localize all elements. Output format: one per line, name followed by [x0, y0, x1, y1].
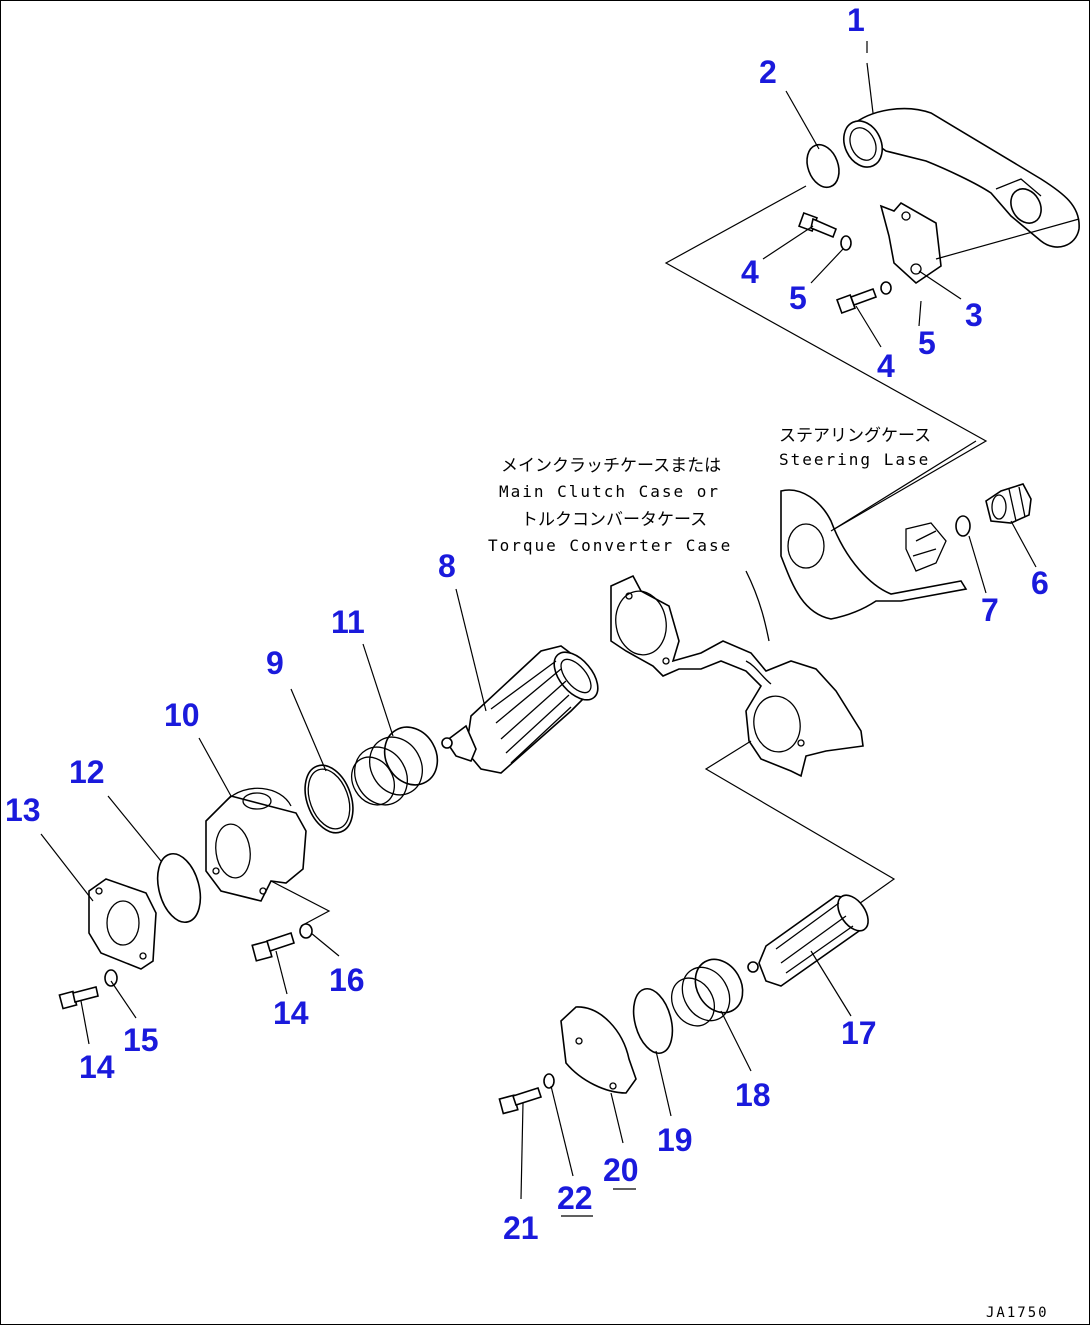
callout-22: 22	[557, 1180, 593, 1216]
o-ring-part-12	[156, 852, 202, 924]
steering-case	[780, 489, 968, 620]
washer-part-22	[543, 1073, 555, 1089]
plug-part-6	[985, 483, 1032, 524]
bolt-part-21	[498, 1086, 543, 1115]
o-ring-part-2	[806, 143, 840, 189]
callout-16: 16	[329, 962, 365, 998]
spring-part-11	[350, 726, 439, 806]
callout-18: 18	[735, 1077, 771, 1113]
callout-11: 11	[331, 604, 365, 640]
callout-10: 10	[164, 697, 200, 733]
leader-lines	[40, 41, 1037, 1217]
callout-5-upper: 5	[789, 280, 807, 316]
filter-housing-part-10	[205, 787, 331, 927]
steering-case-label-jp: ステアリングケース	[779, 426, 931, 446]
callout-numbers: 1 2 3 4 5 5 4 6 7 8 9 10 11 12 13 14 14 …	[5, 2, 1049, 1246]
washer-part-5-lower	[880, 281, 892, 295]
pipe-assembly	[664, 107, 1080, 532]
callout-14-left: 14	[79, 1049, 115, 1085]
torque-case-label-en: Torque Converter Case	[488, 536, 732, 555]
callout-6: 6	[1031, 565, 1049, 601]
callout-5-lower: 5	[918, 325, 936, 361]
bracket-part-3	[879, 201, 942, 285]
callout-21: 21	[503, 1210, 539, 1246]
callout-7: 7	[981, 592, 999, 628]
callout-20: 20	[603, 1152, 639, 1188]
clutch-case	[610, 570, 896, 907]
bolt-part-14-center	[251, 931, 295, 962]
bolt-part-14-left	[58, 986, 99, 1010]
cover-plate-part-13	[88, 878, 157, 970]
washer-part-15	[104, 969, 118, 987]
torque-case-label-jp: トルクコンバータケース	[521, 510, 707, 530]
callout-17: 17	[841, 1015, 877, 1051]
callout-12: 12	[69, 754, 105, 790]
callout-4-upper: 4	[741, 254, 759, 290]
bolt-part-4-lower	[836, 287, 878, 314]
o-ring-part-7	[955, 515, 971, 537]
washer-part-5-upper	[840, 235, 852, 251]
bolt-part-4-upper	[798, 212, 838, 239]
callout-2: 2	[759, 54, 777, 90]
callout-4-lower: 4	[877, 348, 895, 384]
clutch-case-label-jp: メインクラッチケースまたは	[501, 456, 721, 476]
callout-15: 15	[123, 1022, 159, 1058]
clutch-case-label-en: Main Clutch Case or	[499, 482, 720, 501]
callout-19: 19	[657, 1122, 693, 1158]
cover-part-20	[560, 1006, 637, 1094]
o-ring-part-19	[632, 987, 674, 1055]
filter-element-part-17	[747, 894, 869, 987]
drawing-code: JA1750	[986, 1305, 1049, 1321]
filter-element-part-8	[441, 645, 599, 774]
callout-3: 3	[965, 297, 983, 333]
pipe-part-1	[849, 107, 1080, 248]
washer-part-16	[299, 923, 313, 939]
callout-13: 13	[5, 792, 41, 828]
callout-14-center: 14	[273, 995, 309, 1031]
spring-part-18	[670, 958, 744, 1027]
callout-9: 9	[266, 645, 284, 681]
steering-case-label-en: Steering Lase	[779, 450, 930, 469]
callout-8: 8	[438, 548, 456, 584]
callout-1: 1	[847, 2, 865, 38]
